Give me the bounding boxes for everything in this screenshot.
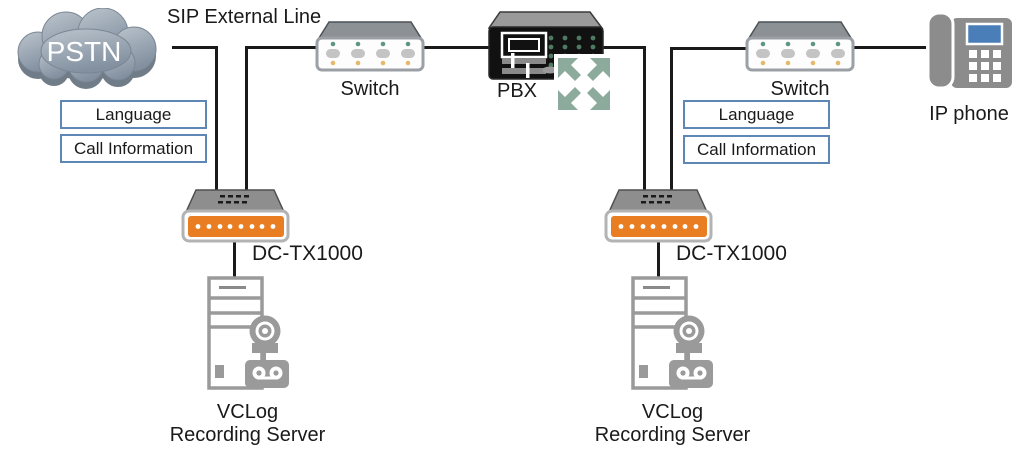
vclog-label-left-line2: Recording Server xyxy=(169,424,326,446)
call-information-label-right: Call Information xyxy=(696,139,817,159)
vclog-label-right-line1: VCLog xyxy=(641,401,704,423)
vclog-label-right-line2: Recording Server xyxy=(594,424,751,446)
dc-tx1000-device-icon-right xyxy=(604,189,713,243)
ip-phone-icon xyxy=(926,11,1012,90)
link-switch-left-to-pbx xyxy=(422,46,490,49)
link-pstn-down xyxy=(215,46,218,191)
link-dc-right-up xyxy=(670,47,673,191)
link-pbx-horizontal xyxy=(600,46,646,49)
vclog-server-label-right: VCLog Recording Server xyxy=(580,401,765,447)
ip-phone-label: IP phone xyxy=(929,103,1009,125)
dc-tx1000-label-right: DC-TX1000 xyxy=(676,242,787,265)
dc-tx1000-label-left: DC-TX1000 xyxy=(252,242,363,265)
vclog-server-label-left: VCLog Recording Server xyxy=(155,401,340,447)
sip-external-line-label: SIP External Line xyxy=(167,6,322,28)
pbx-label: PBX xyxy=(496,80,538,102)
dc-tx1000-device-icon-left xyxy=(181,189,290,243)
call-information-box-right: Call Information xyxy=(683,135,830,164)
language-box-right: Language xyxy=(683,100,830,129)
switch-right-label: Switch xyxy=(770,78,830,100)
network-switch-icon-right xyxy=(745,21,855,72)
language-box-left: Language xyxy=(60,100,207,129)
language-label-right: Language xyxy=(718,104,795,124)
link-dc-right-to-switch xyxy=(670,47,748,50)
link-dc-left-up xyxy=(245,46,248,191)
link-dc-left-to-switch xyxy=(245,46,317,49)
pstn-cloud-icon: PSTN xyxy=(17,8,157,89)
link-pbx-down xyxy=(643,46,646,191)
language-label-left: Language xyxy=(95,104,172,124)
link-pstn-horizontal xyxy=(172,46,218,49)
link-switch-right-to-phone xyxy=(852,46,926,49)
switch-left-label: Switch xyxy=(340,78,400,100)
expand-arrows-icon xyxy=(554,54,614,114)
call-information-box-left: Call Information xyxy=(60,134,207,163)
network-switch-icon-left xyxy=(315,21,425,72)
link-dc-left-to-server xyxy=(233,240,236,278)
link-dc-right-to-server xyxy=(657,238,660,278)
tower-server-webcam-tape-icon-right xyxy=(631,276,713,390)
tower-server-webcam-tape-icon-left xyxy=(207,276,289,390)
vclog-label-left-line1: VCLog xyxy=(216,401,279,423)
pstn-label: PSTN xyxy=(47,36,122,67)
call-information-label-left: Call Information xyxy=(73,138,194,158)
